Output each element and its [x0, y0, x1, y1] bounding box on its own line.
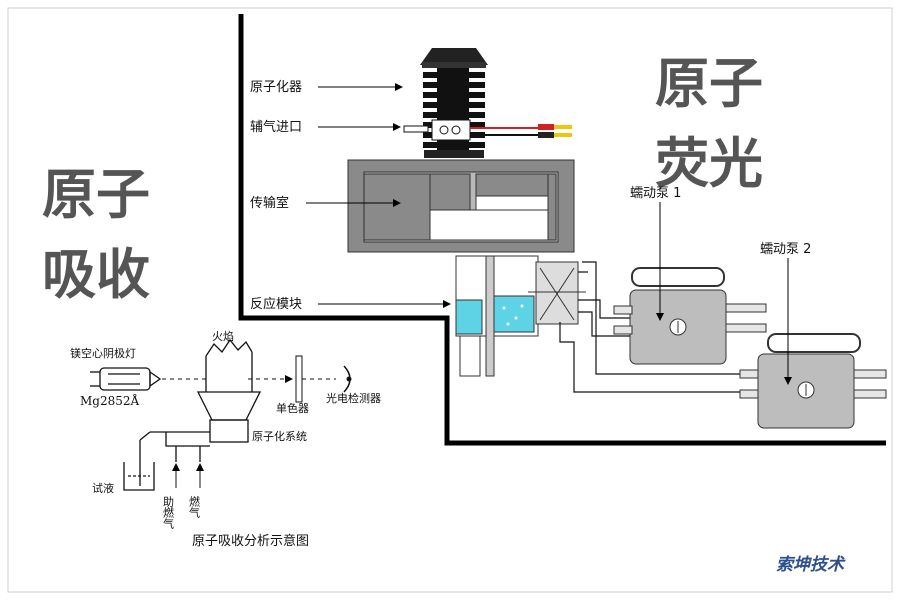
peristaltic-pump-1: [613, 267, 767, 365]
frame-border: [7, 7, 893, 593]
aux-gas-wires: [403, 124, 572, 138]
region-divider: [238, 14, 886, 446]
reaction-module: [455, 255, 586, 377]
monochromator-slit: [295, 355, 303, 403]
peristaltic-pump-2: [739, 333, 887, 429]
label-atomization-system: 原子化系统: [252, 429, 307, 443]
label-reaction-module: 反应模块: [250, 296, 302, 312]
label-oxidant: 助燃气: [162, 495, 175, 529]
flame-burner: [150, 338, 262, 462]
label-aux-gas-inlet: 辅气进口: [250, 119, 302, 135]
label-pump-2: 蠕动泵 2: [760, 242, 811, 257]
brand-watermark: 索坤技术: [776, 555, 846, 575]
transfer-chamber: [347, 159, 575, 253]
label-pump-1: 蠕动泵 1: [630, 186, 681, 201]
absorption-title-line2: 吸收: [42, 243, 150, 306]
label-atomizer: 原子化器: [250, 80, 302, 95]
label-sample: 试液: [92, 481, 114, 495]
fluorescence-title-line1: 原子: [655, 52, 763, 115]
hollow-cathode-lamp: [90, 367, 162, 391]
tubing: [559, 261, 740, 393]
label-lamp: 镁空心阴极灯: [70, 346, 136, 360]
fluorescence-title-line2: 荧光: [655, 132, 763, 195]
atomizer: [420, 48, 488, 158]
label-flame: 火焰: [212, 329, 234, 343]
label-detector: 光电检测器: [326, 391, 381, 405]
sample-beaker: [123, 431, 155, 491]
absorption-caption: 原子吸收分析示意图: [192, 533, 309, 549]
label-transfer-chamber: 传输室: [250, 195, 289, 211]
absorption-title-line1: 原子: [42, 163, 150, 226]
label-monochromator: 单色器: [276, 401, 309, 415]
label-lamp-spec: Mg2852Å: [80, 393, 140, 408]
label-fuel: 燃气: [188, 495, 201, 518]
